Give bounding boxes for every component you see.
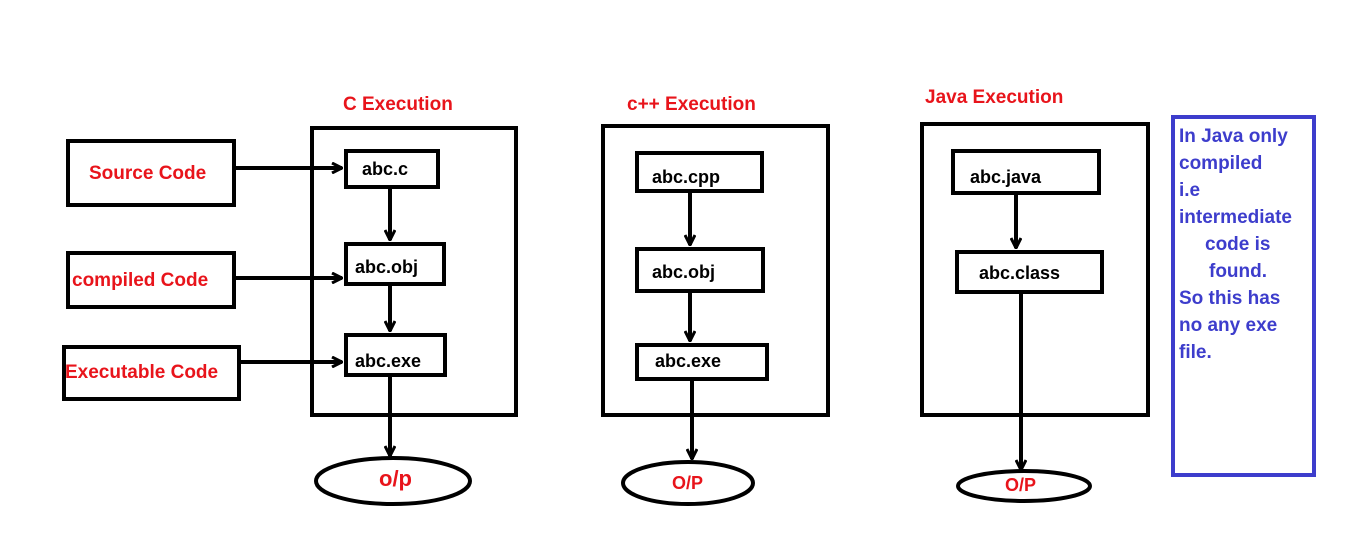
cpp-source-file-box <box>635 151 764 193</box>
cpp-output-label: O/P <box>672 473 703 493</box>
java-execution-title: Java Execution <box>925 87 1063 108</box>
c-arrows <box>236 168 390 456</box>
c-exe-file-label: abc.exe <box>355 351 421 371</box>
java-source-file-label: abc.java <box>970 167 1042 187</box>
c-exe-file-box <box>344 333 447 377</box>
cpp-output-ellipse <box>621 460 755 506</box>
c-object-file-box <box>344 242 446 286</box>
java-container <box>920 122 1150 417</box>
cpp-arrows <box>690 193 692 459</box>
c-execution-title: C Execution <box>343 94 453 115</box>
note-line: no any exe <box>1179 315 1278 336</box>
executable-code-label: Executable Code <box>65 362 218 383</box>
note-line: file. <box>1179 342 1212 363</box>
note-line: code is <box>1205 234 1271 255</box>
cpp-exe-file-box <box>635 343 769 381</box>
note-line: compiled <box>1179 153 1263 174</box>
java-note-box: In Java only compiled i.e intermediate c… <box>1171 115 1316 477</box>
compiled-code-label: compiled Code <box>72 270 208 291</box>
cpp-exe-file-label: abc.exe <box>655 351 721 371</box>
cpp-source-file-label: abc.cpp <box>652 167 720 187</box>
java-output-ellipse <box>956 469 1092 503</box>
c-source-file-label: abc.c <box>362 159 408 179</box>
cpp-container <box>601 124 830 417</box>
compiled-code-box <box>66 251 236 309</box>
c-output-label: o/p <box>379 466 412 491</box>
note-line: In Java only <box>1179 126 1288 147</box>
c-object-file-label: abc.obj <box>355 257 418 277</box>
java-class-file-box <box>955 250 1104 294</box>
note-line: found. <box>1209 261 1268 282</box>
java-class-file-label: abc.class <box>979 263 1060 283</box>
java-source-file-box <box>951 149 1101 195</box>
cpp-execution-title: c++ Execution <box>627 94 756 115</box>
source-code-label: Source Code <box>89 163 206 184</box>
c-container <box>310 126 518 417</box>
note-line: intermediate <box>1179 207 1292 228</box>
source-code-box <box>66 139 236 207</box>
c-source-file-box <box>344 149 440 189</box>
cpp-object-file-label: abc.obj <box>652 262 715 282</box>
java-output-label: O/P <box>1005 475 1036 495</box>
java-arrows <box>1016 195 1021 470</box>
executable-code-box <box>62 345 241 401</box>
note-line: i.e <box>1179 180 1201 201</box>
note-line: So this has <box>1179 288 1281 309</box>
c-output-ellipse <box>314 456 472 506</box>
cpp-object-file-box <box>635 247 765 293</box>
